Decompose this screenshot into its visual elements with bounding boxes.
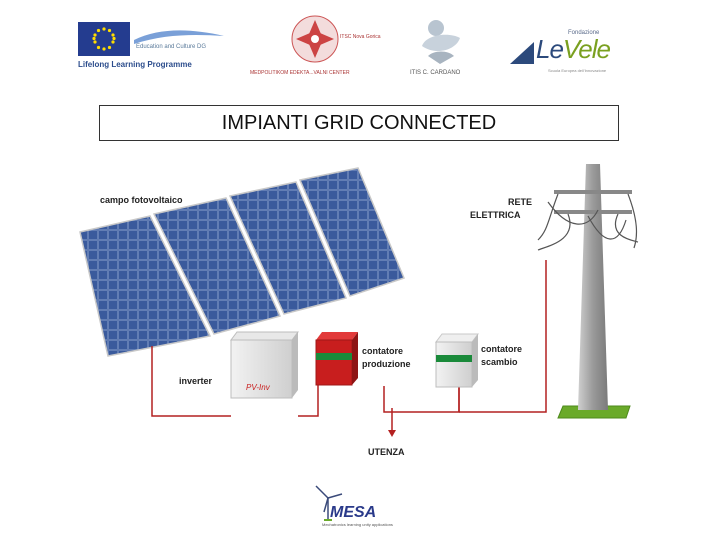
sail-icon: [510, 42, 534, 64]
pv-panel-4: [298, 167, 406, 297]
exchange-meter-label-2: scambio: [481, 357, 518, 367]
pv-array: [79, 167, 406, 357]
levele-logo: Fondazione LeVele Scuola Europea dell'In…: [508, 30, 638, 78]
wire-panel-inverter: [151, 346, 231, 417]
inverter-box: PV-Inv: [230, 331, 299, 399]
wire-meter-bus: [383, 386, 438, 413]
load-arrow: [388, 430, 396, 437]
exchange-meter: [435, 333, 479, 388]
inverter-brand: PV-Inv: [246, 383, 271, 392]
production-meter-label-1: contatore: [362, 346, 403, 356]
itsc-name-text: ITSC Nova Gorica: [340, 34, 381, 40]
grid-pylon: [537, 164, 639, 419]
itsc-sub-text: MEDPOLITIKOM EDEKTA...VALNI CENTER: [250, 70, 350, 76]
pv-panel-3: [228, 181, 348, 315]
pv-panel-1: [79, 215, 212, 357]
eu-program-text: Education and Culture DG: [136, 44, 207, 50]
pv-field-label: campo fotovoltaico: [100, 195, 183, 205]
pv-panel-2: [152, 197, 282, 335]
eu-flag-icon: [78, 22, 130, 56]
itsc-emblem-icon: [291, 15, 339, 63]
eu-program-logo: Education and Culture DG Lifelong Learni…: [78, 22, 228, 72]
inverter-label: inverter: [179, 376, 213, 386]
itis-emblem-icon: [422, 20, 460, 64]
itis-logo: ITIS C. CARDANO: [400, 16, 480, 80]
eu-ribbon-icon: [134, 30, 224, 44]
itsc-logo: ITSC Nova Gorica MEDPOLITIKOM EDEKTA...V…: [250, 14, 390, 80]
mesa-logo: MESA Mechatronics learning unity applica…: [308, 482, 404, 530]
wire-exchange-bus: [438, 384, 460, 413]
levele-wordmark: LeVele: [536, 34, 611, 64]
wind-turbine-icon: [315, 485, 343, 521]
page-title: IMPIANTI GRID CONNECTED: [99, 105, 619, 141]
grid-connected-diagram: campo fotovoltaico PV-Inv inverter conta…: [79, 164, 639, 457]
load-label: UTENZA: [368, 447, 405, 457]
itis-sub-text: ITIS C. CARDANO: [410, 70, 461, 76]
grid-label-1: RETE: [508, 197, 532, 207]
levele-foundation-text: Fondazione: [568, 30, 600, 36]
exchange-meter-label-1: contatore: [481, 344, 522, 354]
production-meter: [315, 332, 358, 386]
production-meter-label-2: produzione: [362, 359, 411, 369]
levele-sub-text: Scuola Europea dell'Innovazione: [548, 68, 607, 73]
mesa-sub-text: Mechatronics learning unity applications: [322, 522, 393, 527]
wire-inverter-meter: [298, 382, 319, 417]
grid-label-2: ELETTRICA: [470, 210, 521, 220]
eu-lifelong-text: Lifelong Learning Programme: [78, 60, 192, 69]
mesa-wordmark: MESA: [330, 504, 377, 521]
